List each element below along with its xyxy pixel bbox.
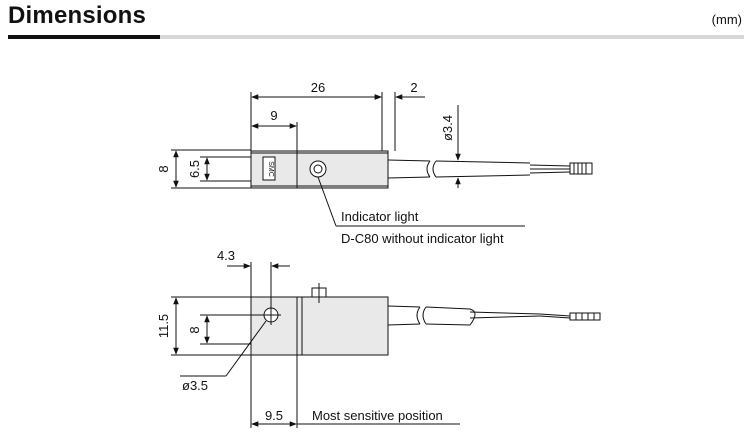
cable-side — [387, 305, 601, 326]
dim-hole-diameter: ø3.5 — [182, 378, 208, 393]
title-rule-accent — [8, 35, 160, 39]
dim-overall-length: 26 — [311, 80, 325, 95]
page-title: Dimensions — [8, 2, 147, 29]
callout-sensitive-position: Most sensitive position — [312, 408, 443, 423]
dim-hole-offset: 4.3 — [217, 248, 235, 263]
top-view — [171, 92, 593, 227]
dim-sensitive-offset: 9.5 — [265, 408, 283, 423]
dim-tail: 2 — [410, 80, 417, 95]
cable-top — [387, 159, 593, 179]
sensor-body-side — [250, 296, 389, 356]
brand-mark: SMC — [267, 161, 274, 177]
callout-no-indicator: D-C80 without indicator light — [341, 231, 504, 246]
callout-indicator-light: Indicator light — [341, 209, 419, 224]
dim-height-outer-top: 8 — [156, 165, 171, 172]
title-rule — [8, 35, 744, 39]
dim-height-inner-top: 6.5 — [187, 160, 202, 178]
unit-label: (mm) — [711, 12, 742, 27]
dim-cable-diameter: ø3.4 — [440, 115, 455, 141]
dim-height-outer-side: 11.5 — [156, 314, 171, 338]
brand-mark-box — [262, 156, 276, 181]
side-view — [171, 262, 601, 428]
dim-height-inner-side: 8 — [187, 326, 202, 333]
dim-offset: 9 — [270, 108, 277, 123]
